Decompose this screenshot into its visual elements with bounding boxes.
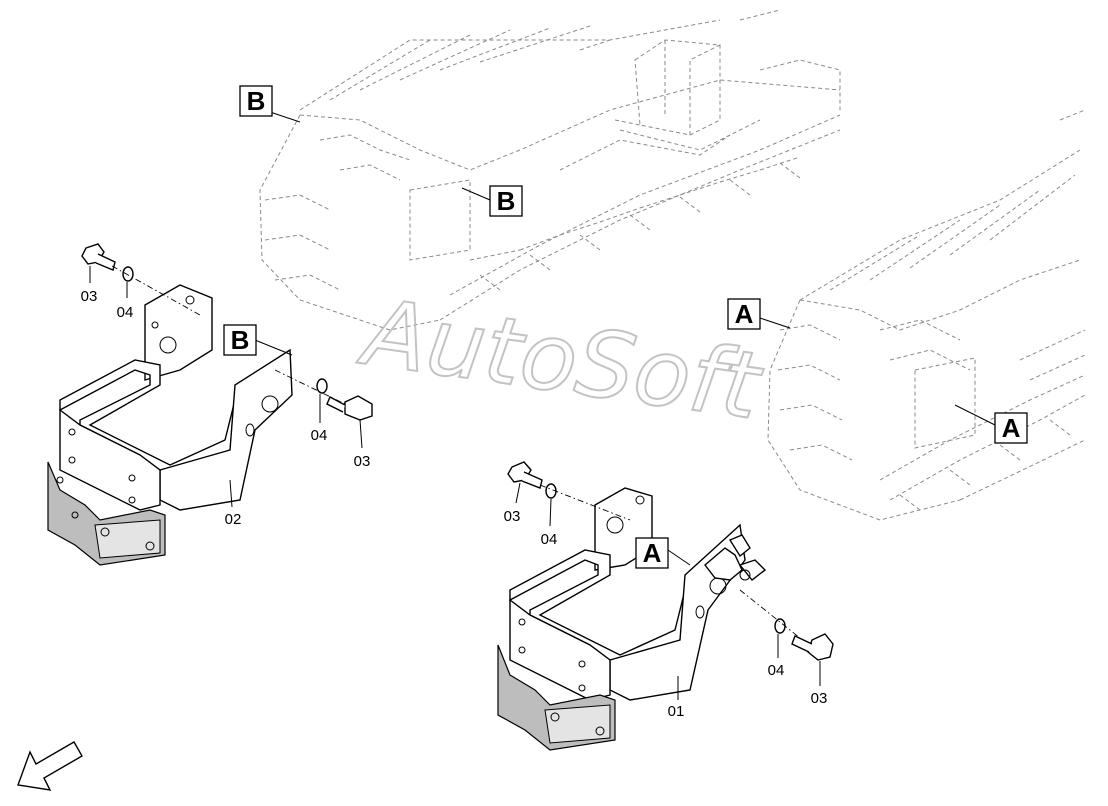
washer-icon: [774, 618, 786, 634]
callout-a-track: A: [727, 298, 761, 330]
callout-b-track-inner-letter: B: [497, 186, 516, 216]
part-label-04-right-top: 04: [541, 531, 558, 548]
crawler-track-a-icon: [767, 109, 1086, 521]
callout-a-track-inner-letter: A: [1002, 413, 1021, 443]
part-label-03-right-top: 03: [504, 508, 521, 525]
washer-icon: [122, 266, 134, 282]
part-label-02: 02: [225, 511, 242, 528]
track-guard-bracket-icon: [497, 487, 767, 751]
part-label-03-right-low: 03: [811, 690, 828, 707]
bolt-icon: [81, 243, 116, 271]
callout-a-bracket: A: [635, 537, 669, 569]
direction-arrow-icon: [17, 741, 83, 791]
callout-a-track-letter: A: [735, 299, 754, 329]
part-label-04-right-low: 04: [768, 662, 785, 679]
bolt-icon: [326, 395, 373, 421]
callout-a-track-inner: A: [994, 412, 1028, 444]
callout-b-track: B: [239, 85, 273, 117]
crawler-track-b-icon: [259, 9, 841, 331]
callout-b-track-letter: B: [247, 86, 266, 116]
part-label-04-left-top: 04: [117, 304, 134, 321]
watermark: AutoSoft: [353, 278, 769, 440]
callout-b-track-inner: B: [489, 185, 523, 217]
part-label-03-left-mid: 03: [354, 453, 371, 470]
bolt-icon: [791, 633, 834, 661]
track-guard-bracket-icon: [47, 284, 293, 566]
part-label-04-left-mid: 04: [311, 427, 328, 444]
part-label-01: 01: [668, 703, 685, 720]
callout-b-bracket-letter: B: [231, 325, 250, 355]
bolt-icon: [507, 461, 543, 489]
callout-b-bracket: B: [223, 324, 257, 356]
callout-a-bracket-letter: A: [643, 538, 662, 568]
part-label-03-left-top: 03: [81, 288, 98, 305]
washer-icon: [316, 378, 328, 394]
